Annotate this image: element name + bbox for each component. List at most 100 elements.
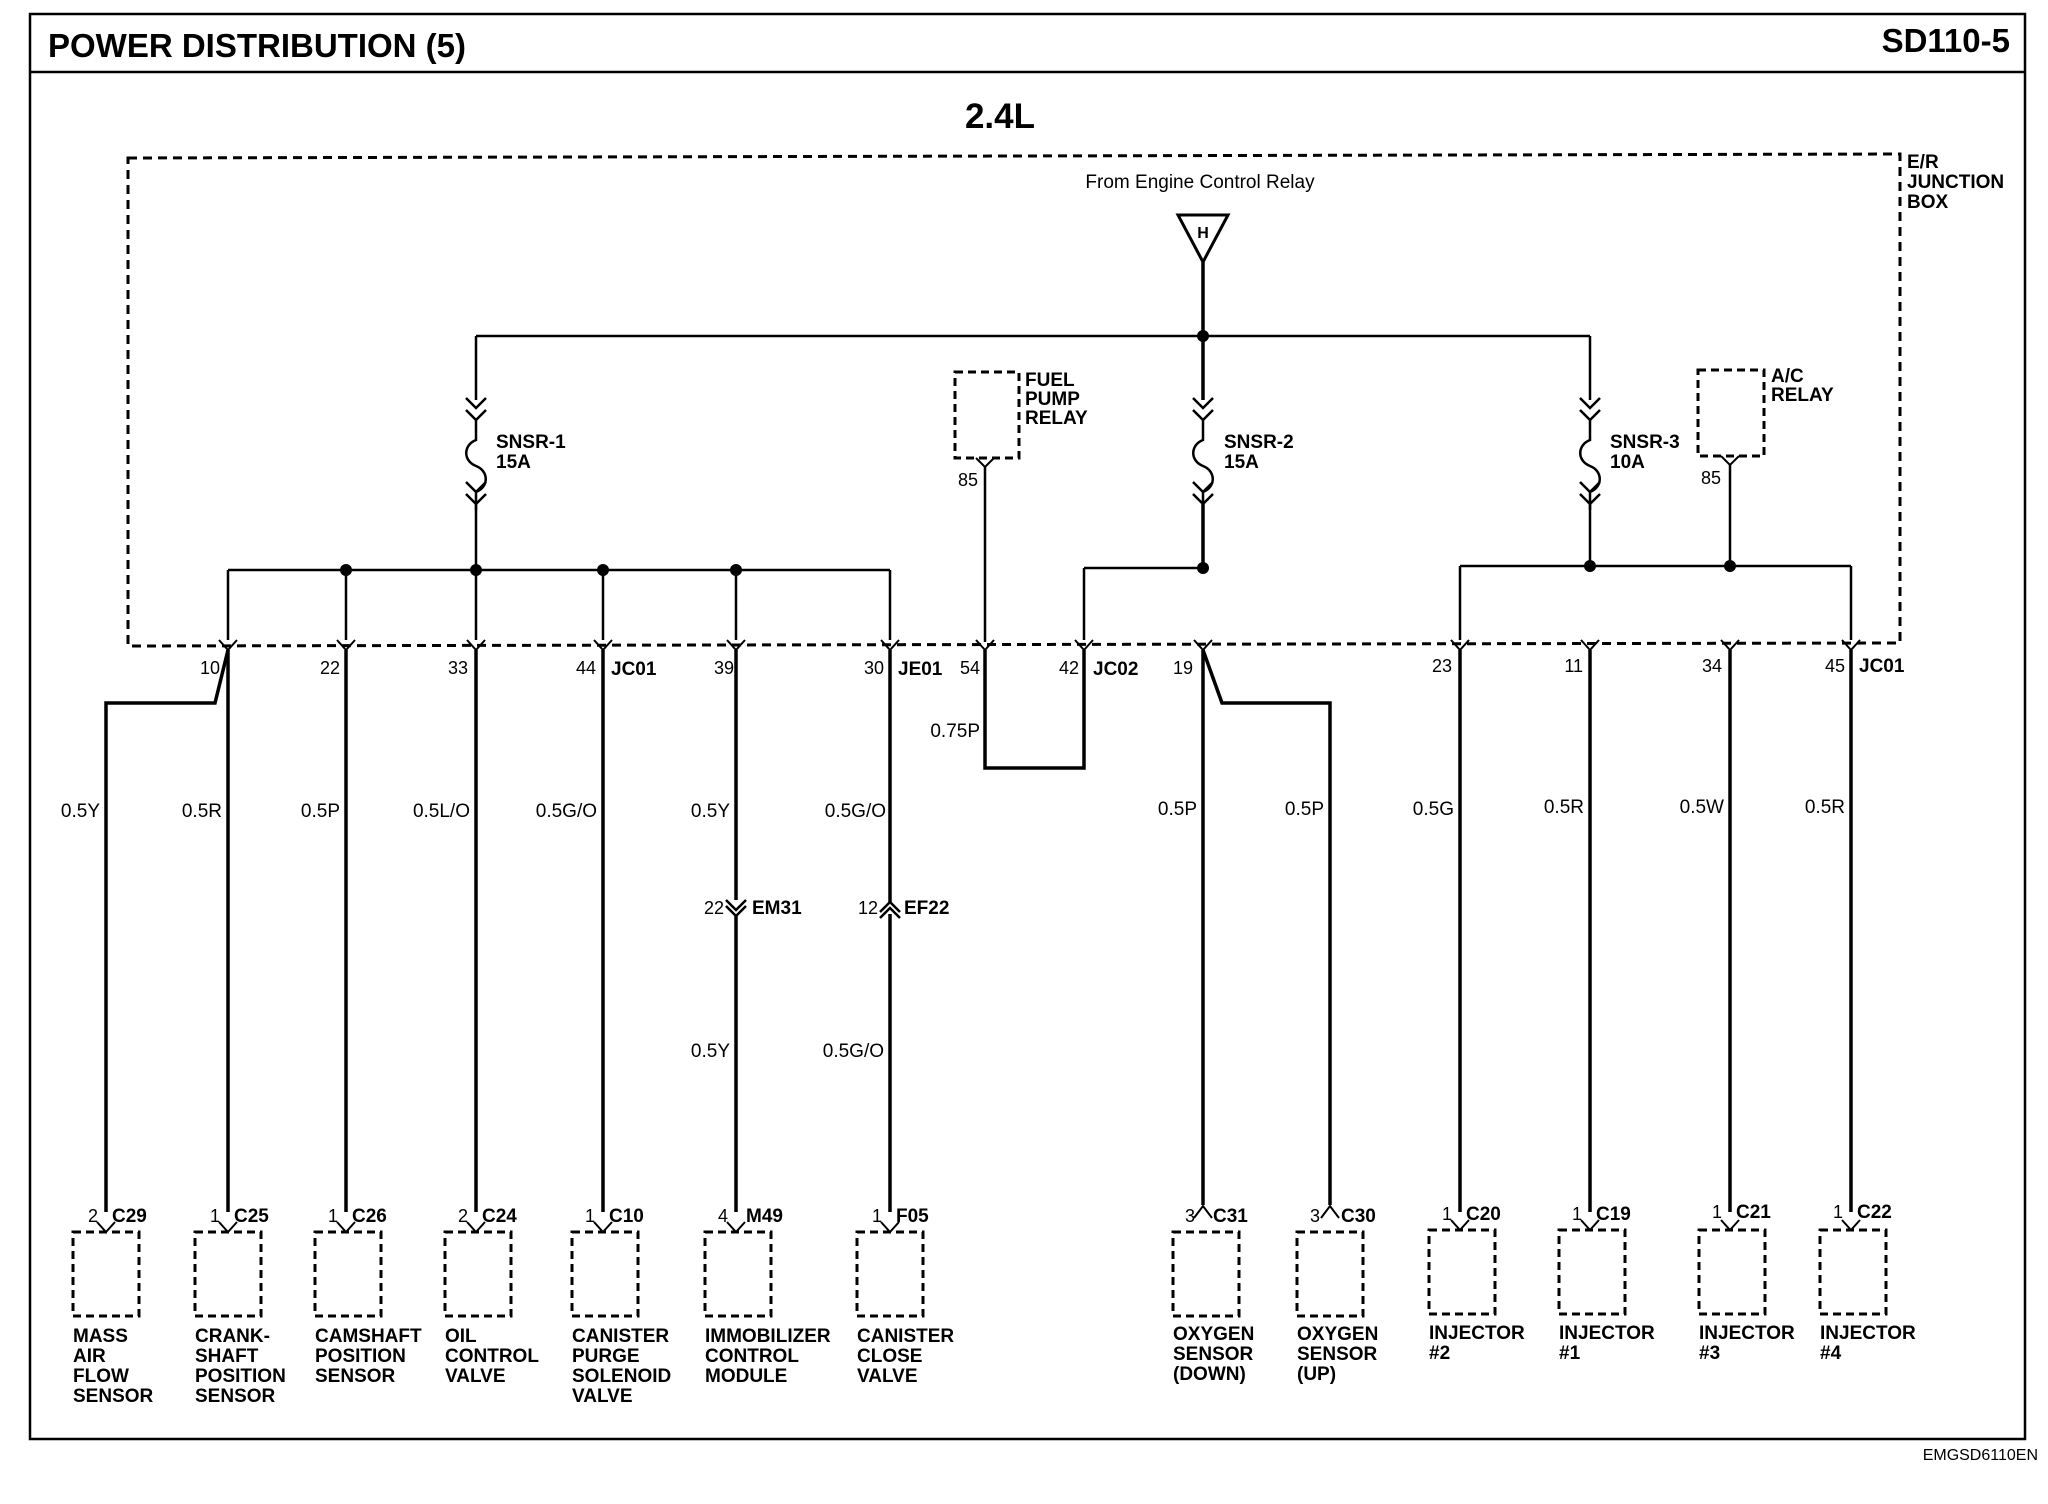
component-connector: C31 bbox=[1213, 1206, 1248, 1227]
component-label: IMMOBILIZER CONTROL MODULE bbox=[705, 1326, 836, 1387]
relay-label-line: RELAY bbox=[1771, 385, 1834, 406]
wire-label: 0.5W bbox=[1680, 797, 1724, 818]
component-connector: F05 bbox=[896, 1206, 929, 1227]
component-connector: C19 bbox=[1596, 1204, 1631, 1225]
component-label: MASS AIR FLOW SENSOR bbox=[73, 1326, 154, 1407]
junction-pin: 30 bbox=[864, 658, 884, 678]
component-label-line: CANISTER bbox=[572, 1326, 669, 1347]
junction-pin: 54 bbox=[960, 658, 980, 678]
wire-label: 0.5Y bbox=[61, 801, 100, 822]
junction-box-label-line: E/R bbox=[1907, 152, 1939, 173]
junction-box-label: E/R JUNCTION BOX bbox=[1907, 152, 2009, 213]
component-label-line: INJECTOR bbox=[1699, 1323, 1795, 1344]
component-label-line: OXYGEN bbox=[1297, 1324, 1378, 1345]
component-box bbox=[703, 1230, 773, 1318]
component-box bbox=[313, 1230, 383, 1318]
component-label-line: (DOWN) bbox=[1173, 1364, 1246, 1385]
component-injector-1: 1 C19 INJECTOR #1 bbox=[1557, 1204, 1660, 1364]
component-label-line: #2 bbox=[1429, 1343, 1450, 1364]
inline-connector-name: EM31 bbox=[752, 898, 802, 919]
junction-pin: 34 bbox=[1702, 656, 1722, 676]
component-connector: C26 bbox=[352, 1206, 387, 1227]
component-label-line: SENSOR bbox=[73, 1386, 154, 1407]
component-label-line: VALVE bbox=[445, 1366, 506, 1387]
junction-connector: JC01 bbox=[611, 659, 657, 680]
component-connector: C29 bbox=[112, 1206, 147, 1227]
junction-pin: 10 bbox=[200, 658, 220, 678]
inline-connector-em31: 22 EM31 0.5Y bbox=[691, 898, 802, 1062]
component-label-line: IMMOBILIZER bbox=[705, 1326, 831, 1347]
component-label: OXYGEN SENSOR (DOWN) bbox=[1173, 1324, 1260, 1385]
component-label-line: AIR bbox=[73, 1346, 106, 1367]
inline-connector-name: EF22 bbox=[904, 898, 949, 919]
component-label-line: CLOSE bbox=[857, 1346, 922, 1367]
component-oxygen-sensor-down: 3 C31 OXYGEN SENSOR (DOWN) bbox=[1171, 1204, 1260, 1385]
component-camshaft-position-sensor: 1 C26 CAMSHAFT POSITION SENSOR bbox=[313, 1206, 422, 1387]
component-label-line: SENSOR bbox=[1173, 1344, 1254, 1365]
fuse-snsr-2: SNSR-2 15A bbox=[1192, 397, 1294, 568]
fuse-rating: 15A bbox=[1224, 452, 1259, 473]
component-pin: 4 bbox=[718, 1206, 728, 1226]
component-box bbox=[1818, 1228, 1888, 1316]
junction-pin: 42 bbox=[1059, 658, 1079, 678]
component-connector: M49 bbox=[746, 1206, 783, 1227]
component-label-line: SENSOR bbox=[315, 1366, 396, 1387]
component-connector: C30 bbox=[1341, 1206, 1376, 1227]
wire-label: 0.5Y bbox=[691, 1041, 730, 1062]
component-label-line: MODULE bbox=[705, 1366, 787, 1387]
component-label-line: CAMSHAFT bbox=[315, 1326, 422, 1347]
fuse-rating: 10A bbox=[1610, 452, 1645, 473]
component-label-line: OXYGEN bbox=[1173, 1324, 1254, 1345]
component-label-line: CONTROL bbox=[705, 1346, 799, 1367]
wire-label: 0.5Y bbox=[691, 801, 730, 822]
splice-dot bbox=[1197, 562, 1209, 574]
component-oxygen-sensor-up: 3 C30 OXYGEN SENSOR (UP) bbox=[1295, 1204, 1378, 1385]
component-pin: 1 bbox=[328, 1206, 338, 1226]
wire-label: 0.5P bbox=[1158, 799, 1197, 820]
component-label-line: CRANK- bbox=[195, 1326, 270, 1347]
component-label-line: #3 bbox=[1699, 1343, 1720, 1364]
page-frame bbox=[28, 12, 2027, 1441]
component-crankshaft-position-sensor: 1 C25 CRANK- SHAFT POSITION SENSOR bbox=[193, 1206, 286, 1407]
junction-connector: JC02 bbox=[1093, 659, 1138, 680]
component-box bbox=[1427, 1228, 1497, 1316]
relay-pin: 85 bbox=[958, 470, 978, 490]
component-label-line: INJECTOR bbox=[1559, 1323, 1655, 1344]
junction-pin: 23 bbox=[1432, 656, 1452, 676]
wire-label: 0.5P bbox=[301, 801, 340, 822]
relay-label-line: RELAY bbox=[1025, 408, 1088, 429]
jumper-loop bbox=[983, 650, 1086, 770]
junction-connector: JE01 bbox=[898, 659, 943, 680]
fuse-symbol bbox=[465, 397, 487, 510]
wire-oxygen-up bbox=[1201, 649, 1332, 1205]
wire-label: 0.5G bbox=[1413, 799, 1454, 820]
relay-label: A/C RELAY bbox=[1771, 366, 1834, 406]
junction-pin: 22 bbox=[320, 658, 340, 678]
source-label: From Engine Control Relay bbox=[1085, 172, 1315, 193]
relay-pin: 85 bbox=[1701, 468, 1721, 488]
inline-connector-pin: 12 bbox=[858, 898, 878, 918]
component-label: INJECTOR #1 bbox=[1559, 1323, 1660, 1364]
inline-connector-symbol bbox=[879, 900, 901, 919]
component-box bbox=[1557, 1228, 1627, 1316]
wire-label: 0.5G/O bbox=[536, 801, 597, 822]
component-box bbox=[855, 1230, 925, 1318]
inline-connector-pin: 22 bbox=[704, 898, 724, 918]
pin-marker bbox=[1720, 639, 1740, 652]
component-label-line: VALVE bbox=[857, 1366, 918, 1387]
component-connector: C24 bbox=[482, 1206, 517, 1227]
component-box bbox=[443, 1230, 513, 1318]
component-label-line: CANISTER bbox=[857, 1326, 954, 1347]
component-immobilizer-control-module: 4 M49 IMMOBILIZER CONTROL MODULE bbox=[703, 1206, 836, 1387]
splice-dot bbox=[1584, 560, 1596, 572]
component-connector: C10 bbox=[609, 1206, 644, 1227]
junction-pin: 45 bbox=[1825, 656, 1845, 676]
component-box bbox=[570, 1230, 640, 1318]
component-mass-air-flow-sensor: 2 C29 MASS AIR FLOW SENSOR bbox=[71, 1206, 154, 1407]
junction-pin: 19 bbox=[1173, 658, 1193, 678]
junction-pin: 11 bbox=[1564, 656, 1583, 676]
component-label: INJECTOR #4 bbox=[1820, 1323, 1921, 1364]
component-pin: 2 bbox=[88, 1206, 98, 1226]
wire-mass-air-flow bbox=[104, 649, 230, 1212]
fuse-symbol bbox=[1192, 397, 1214, 510]
